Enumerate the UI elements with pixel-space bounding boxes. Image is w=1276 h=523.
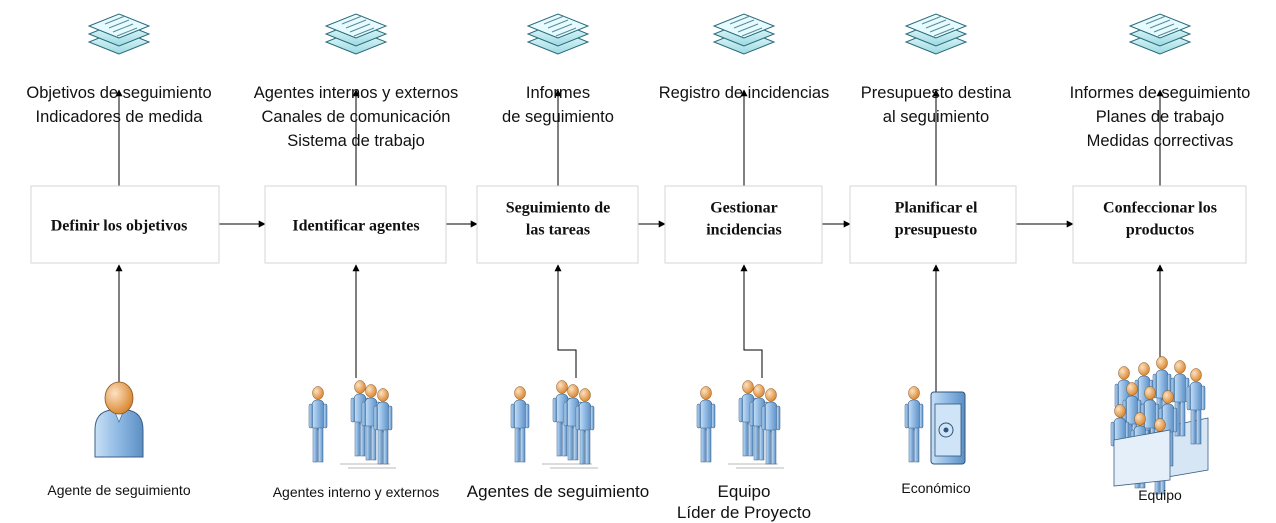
process-title: Seguimiento de [506,200,610,217]
output-label: Objetivos de seguimiento [26,84,211,102]
output-label: al seguimiento [883,108,989,126]
process-title: Identificar agentes [292,218,419,235]
input-arrow [740,264,763,378]
process-box [849,185,1017,264]
process-box [264,185,447,264]
output-label: Planes de trabajo [1096,108,1224,126]
process-title: Confeccionar los [1103,200,1217,217]
document-stack-icon [905,13,967,55]
output-label: de seguimiento [502,108,614,126]
output-label: Medidas correctivas [1087,132,1234,150]
output-label: Registro de incidencias [659,84,830,102]
group-people-icon [510,380,598,469]
output-label: Canales de comunicación [262,108,451,126]
person-at-safe-icon [904,386,966,465]
output-label: Sistema de trabajo [287,132,425,150]
process-boxes: Definir los objetivos Identificar agentes… [30,185,1247,264]
document-stack-icon [325,13,387,55]
single-user-icon [94,381,144,458]
process-title: incidencias [706,222,782,239]
input-label: Líder de Proyecto [677,503,811,522]
input-label: Agentes interno y externos [273,484,440,500]
process-title: Definir los objetivos [51,218,188,235]
input-label: Agente de seguimiento [47,482,190,498]
input-label: Equipo [718,482,771,501]
group-people-icon [308,380,396,469]
process-title: las tareas [526,222,590,239]
output-label: Agentes internos y externos [254,84,459,102]
group-people-icon [696,380,784,469]
output-label: Informes de seguimiento [1070,84,1251,102]
process-box [664,185,823,264]
input-label: Equipo [1138,487,1182,503]
output-label: Indicadores de medida [36,108,204,126]
output-label: Informes [526,84,590,102]
document-stack-icon [1129,13,1191,55]
connectors [115,89,1164,392]
input-actors: Agente de seguimiento Agentes interno y e… [47,356,1209,522]
process-title: Gestionar [710,200,778,217]
input-label: Económico [901,480,970,496]
process-title: Planificar el [895,200,978,217]
meeting-table-icon [1110,356,1209,495]
process-box [476,185,639,264]
document-stack-icon [713,13,775,55]
process-title: presupuesto [895,222,977,239]
process-title: productos [1126,222,1194,239]
output-label: Presupuesto destina [861,84,1012,102]
input-label: Agentes de seguimiento [467,482,649,501]
document-stack-icon [88,13,150,55]
input-arrow [554,264,577,378]
document-stack-icon [527,13,589,55]
process-box [30,185,220,264]
process-box [1072,185,1247,264]
